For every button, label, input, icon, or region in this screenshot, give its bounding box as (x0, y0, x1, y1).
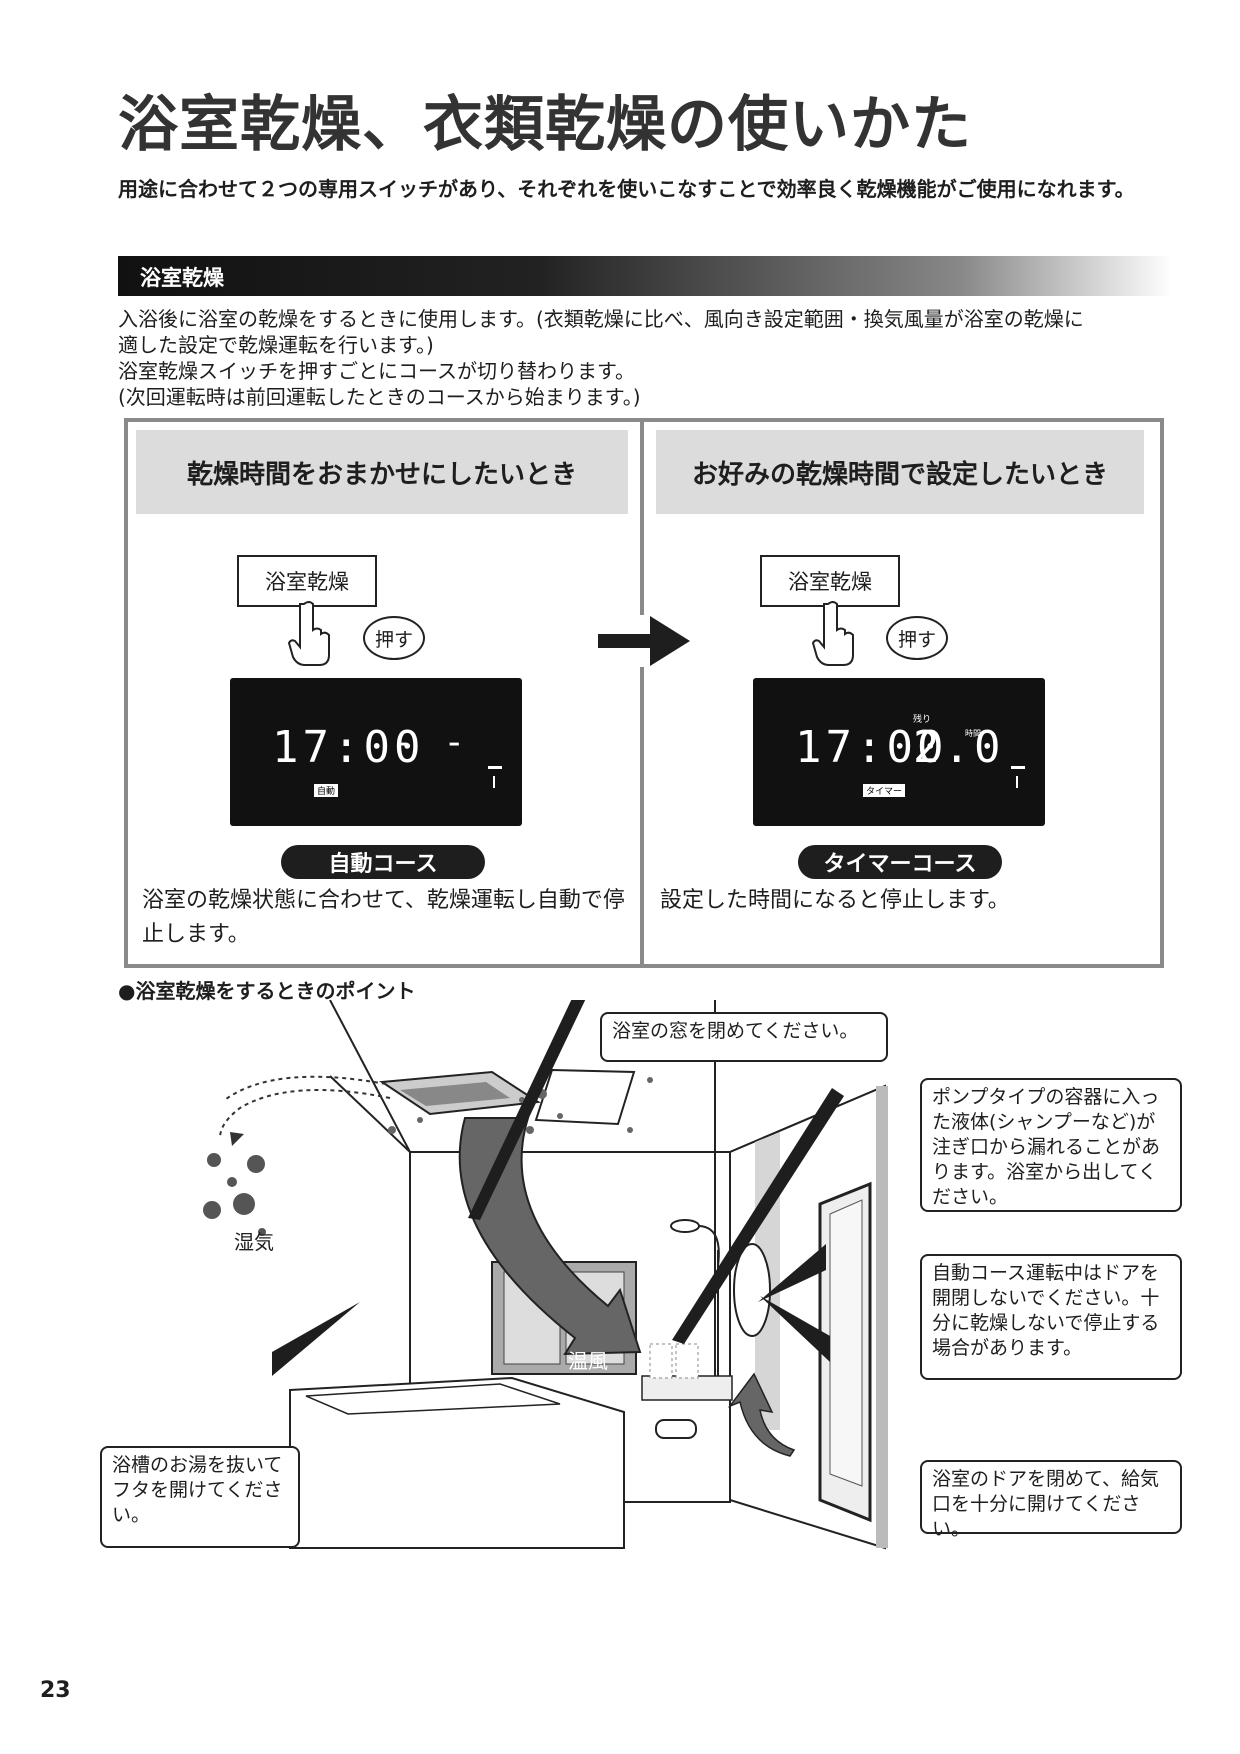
bath-dry-button[interactable]: 浴室乾燥 (237, 555, 377, 607)
page-number: 23 (40, 1678, 71, 1703)
page-title: 浴室乾燥、衣類乾燥の使いかた (118, 90, 972, 160)
intake-air-arrow (727, 1372, 796, 1457)
warm-air-arrow (458, 1117, 642, 1356)
auto-course-heading: 乾燥時間をおまかせにしたいとき (136, 430, 628, 514)
description-line: 入浴後に浴室の乾燥をするときに使用します。(衣類乾燥に比べ、風向き設定範囲・換気… (118, 307, 1084, 331)
pointing-hand-icon (288, 601, 330, 666)
points-heading: ●浴室乾燥をするときのポイント (118, 979, 416, 1003)
lcd-remaining-value: 2.0 (913, 722, 1005, 773)
bathroom-illustration (203, 1000, 888, 1550)
callout-pointer (672, 1088, 844, 1344)
lcd-segment (493, 776, 495, 788)
ceiling-edge-line (329, 1075, 411, 1153)
course-badge-timer: タイマーコース (798, 845, 1002, 879)
lcd-clock: 17:00 (795, 722, 948, 773)
course-description: 設定した時間になると停止します。 (660, 888, 1010, 913)
panel-divider (640, 418, 644, 968)
lcd-remaining-label: 残り (913, 715, 932, 725)
pump-bottle (675, 1343, 699, 1379)
course-description: 浴室の乾燥状態に合わせて、乾燥運転し自動で停止します。 (142, 888, 625, 947)
callout-pointer (760, 1296, 830, 1362)
bathtub-rim (305, 1383, 561, 1415)
humidity-flow-path (225, 1075, 387, 1100)
section-header-bar: 浴室乾燥 (118, 256, 1172, 296)
lcd-display: 17:00 - - 自動 (230, 678, 522, 826)
section-header-label: 浴室乾燥 (140, 266, 224, 290)
lcd-segment (1011, 766, 1025, 769)
description-line: 浴室乾燥スイッチを押すごとにコースが切り替わります。 (118, 359, 635, 383)
lcd-segment (1016, 776, 1018, 788)
shelf (641, 1375, 733, 1401)
callout-bathtub: 浴槽のお湯を抜いてフタを開けてください。 (100, 1446, 300, 1548)
warm-air-label: 温風 (568, 1349, 608, 1373)
pointing-hand-icon (812, 601, 854, 666)
ceiling-edge-line (329, 1000, 411, 1153)
callout-door-open: 自動コース運転中はドアを開閉しないでください。十分に乾燥しないで停止する場合があ… (920, 1254, 1182, 1380)
callout-door-close: 浴室のドアを閉めて、給気口を十分に開けてください。 (920, 1460, 1182, 1540)
lcd-mode-badge: タイマー (863, 784, 906, 797)
next-arrow-icon (598, 616, 690, 666)
lcd-segment (488, 766, 502, 769)
callout-pointer (272, 1302, 360, 1376)
dryer-grille (400, 1082, 510, 1106)
callout-pointer (758, 1244, 826, 1302)
bath-dry-button[interactable]: 浴室乾燥 (760, 555, 900, 607)
shower-hose (697, 1225, 720, 1267)
door-edge (876, 1086, 888, 1548)
callout-pump-bottle: ポンプタイプの容器に入った液体(シャンプーなど)が注ぎ口から漏れることがあります… (920, 1078, 1182, 1212)
lcd-mode-badge: 自動 (314, 784, 339, 797)
press-label: 押す (886, 616, 948, 660)
section-description: 入浴後に浴室の乾燥をするときに使用します。(衣類乾燥に比べ、風向き設定範囲・換気… (118, 306, 1178, 410)
callout-pointer (468, 1000, 586, 1220)
ceiling-hatch (534, 1068, 636, 1126)
course-badge-auto: 自動コース (281, 845, 485, 879)
faucet (655, 1419, 697, 1439)
shower-head (670, 1219, 700, 1233)
door-glass (829, 1199, 863, 1487)
humidity-label: 湿気 (234, 1230, 274, 1254)
mirror (733, 1243, 771, 1337)
lcd-clock: 17:00 (272, 722, 425, 773)
press-label: 押す (363, 616, 425, 660)
callout-window: 浴室の窓を閉めてください。 (600, 1012, 888, 1062)
intro-text: 用途に合わせて２つの専用スイッチがあり、それぞれを使いこなすことで効率良く乾燥機… (118, 177, 1135, 201)
lcd-display: 17:00 残り 2.0 時間 タイマー (753, 678, 1045, 826)
humidity-arrowhead (230, 1132, 244, 1146)
description-line: 適した設定で乾燥運転を行います。) (118, 333, 434, 357)
humidity-flow-path (219, 1089, 391, 1139)
description-line: (次回運転時は前回運転したときのコースから始まります。) (118, 385, 641, 409)
lcd-remaining-value: - - (392, 722, 470, 763)
lcd-unit-label: 時間 (965, 729, 981, 738)
timer-course-heading: お好みの乾燥時間で設定したいとき (656, 430, 1144, 514)
pump-bottle (649, 1343, 673, 1379)
course-comparison-panel (124, 418, 1164, 968)
